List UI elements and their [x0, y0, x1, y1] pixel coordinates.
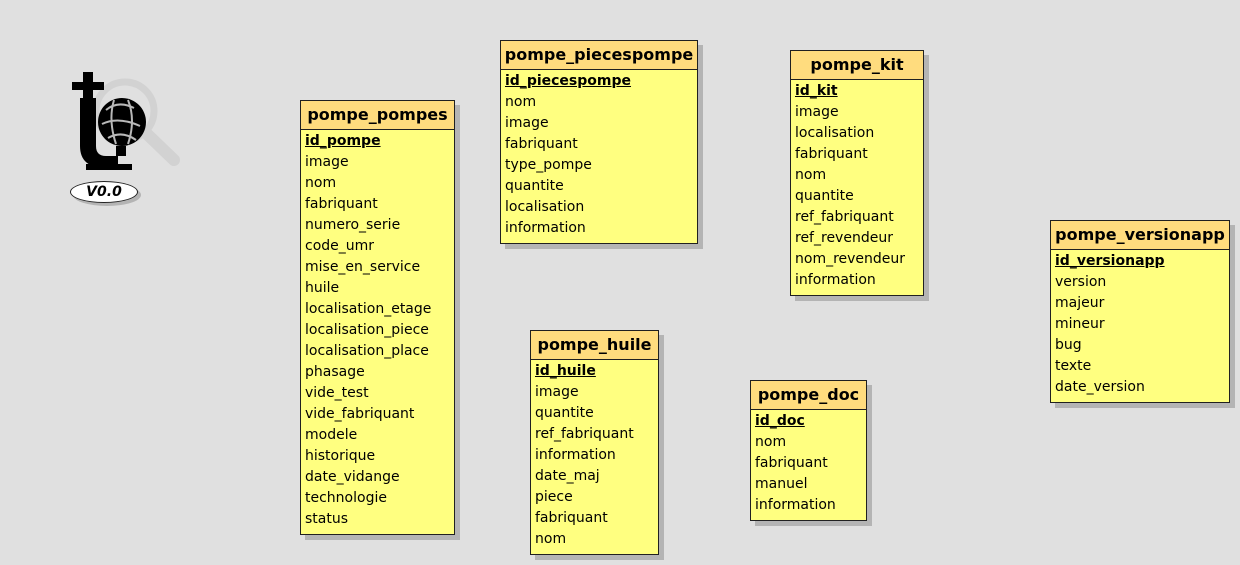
table-field: bug: [1055, 337, 1082, 353]
table-field: quantite: [535, 405, 594, 421]
table-field: quantite: [505, 178, 564, 194]
table-field: information: [535, 447, 616, 463]
table-field: nom: [535, 531, 567, 547]
table-field: majeur: [1055, 295, 1105, 311]
table-field: date_vidange: [305, 469, 400, 485]
table-field: date_maj: [535, 468, 600, 484]
table-title: pompe_huile: [531, 331, 658, 360]
table-title: pompe_doc: [751, 381, 866, 410]
table-field: fabriquant: [795, 146, 868, 162]
primary-key-field: id_huile: [535, 363, 596, 379]
table-field: nom: [755, 434, 787, 450]
primary-key-field: id_doc: [755, 413, 805, 429]
primary-key-field: id_piecespompe: [505, 73, 632, 89]
table-field: quantite: [795, 188, 854, 204]
table-field: historique: [305, 448, 376, 464]
table-field: status: [305, 511, 349, 527]
table-field: localisation_place: [305, 343, 429, 359]
table-field: phasage: [305, 364, 365, 380]
version-badge: V0.0: [70, 181, 138, 203]
table-field: nom: [305, 175, 337, 191]
table-field: nom: [795, 167, 827, 183]
table-field: information: [755, 497, 836, 513]
table-field: mineur: [1055, 316, 1105, 332]
table-field: fabriquant: [535, 510, 608, 526]
table-field: date_version: [1055, 379, 1145, 395]
table-title: pompe_piecespompe: [501, 41, 697, 70]
table-field: vide_test: [305, 385, 369, 401]
table-field: technologie: [305, 490, 387, 506]
table-field: ref_fabriquant: [535, 426, 634, 442]
table-title: pompe_pompes: [301, 101, 454, 130]
primary-key-field: id_versionapp: [1055, 253, 1165, 269]
table-field: vide_fabriquant: [305, 406, 415, 422]
table-field: localisation_piece: [305, 322, 429, 338]
table-field: mise_en_service: [305, 259, 421, 275]
table-field: fabriquant: [505, 136, 578, 152]
table-field: image: [305, 154, 349, 170]
table-field: fabriquant: [305, 196, 378, 212]
table-title: pompe_kit: [791, 51, 923, 80]
table-field: piece: [535, 489, 573, 505]
table-field: information: [795, 272, 876, 288]
table-field: manuel: [755, 476, 808, 492]
table-field: ref_revendeur: [795, 230, 893, 246]
table-field: nom: [505, 94, 537, 110]
table-field: ref_fabriquant: [795, 209, 894, 225]
table-field: localisation: [505, 199, 585, 215]
table-field: code_umr: [305, 238, 375, 254]
table-field: fabriquant: [755, 455, 828, 471]
pump-magnifier-logo-icon: [72, 72, 180, 170]
table-field: localisation_etage: [305, 301, 432, 317]
primary-key-field: id_kit: [795, 83, 838, 99]
table-title: pompe_versionapp: [1051, 221, 1229, 250]
table-field: nom_revendeur: [795, 251, 906, 267]
table-field: localisation: [795, 125, 875, 141]
table-field: numero_serie: [305, 217, 401, 233]
table-field: modele: [305, 427, 358, 443]
table-field: version: [1055, 274, 1107, 290]
table-field: huile: [305, 280, 340, 296]
table-field: information: [505, 220, 586, 236]
table-field: image: [535, 384, 579, 400]
table-field: texte: [1055, 358, 1092, 374]
primary-key-field: id_pompe: [305, 133, 381, 149]
table-field: image: [795, 104, 839, 120]
table-field: image: [505, 115, 549, 131]
table-field: type_pompe: [505, 157, 592, 173]
